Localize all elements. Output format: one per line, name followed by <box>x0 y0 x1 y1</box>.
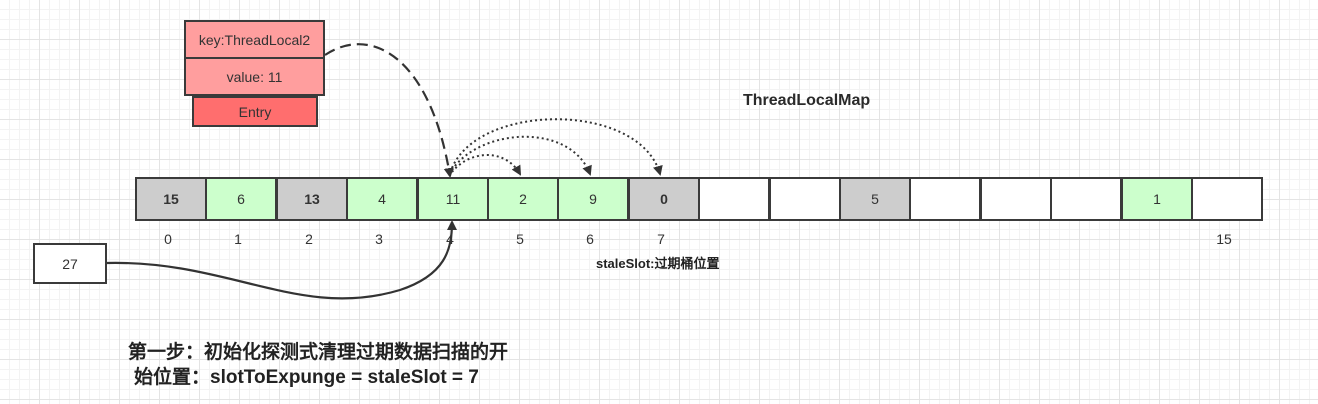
caption-line-2: 始位置：slotToExpunge = staleSlot = 7 <box>134 367 479 388</box>
slot-0: 15 <box>135 177 207 221</box>
slot-15 <box>1191 177 1263 221</box>
slot-5: 2 <box>487 177 559 221</box>
slot-13 <box>1050 177 1122 221</box>
probe-arrow-slot6 <box>451 135 592 176</box>
slot-9 <box>769 177 841 221</box>
entry-value-cell: value: 11 <box>184 57 325 96</box>
slot-index-4: 4 <box>446 231 454 247</box>
slot-index-6: 6 <box>586 231 594 247</box>
slot-1: 6 <box>205 177 277 221</box>
map-title: ThreadLocalMap <box>743 92 871 109</box>
slot-10: 5 <box>839 177 911 221</box>
slot-4: 11 <box>417 177 489 221</box>
entry-type-label: Entry <box>192 96 318 127</box>
slot-index-7: 7 <box>657 231 665 247</box>
step-caption: 第一步：初始化探测式清理过期数据扫描的开 始位置：slotToExpunge =… <box>128 340 558 390</box>
slot-index-5: 5 <box>516 231 524 247</box>
probe-arrow-slot5 <box>451 154 522 176</box>
slot-7: 0 <box>628 177 700 221</box>
input-key-box: 27 <box>33 243 107 284</box>
slot-index-15: 15 <box>1216 231 1232 247</box>
probe-arrow-slot7 <box>451 118 663 176</box>
key-to-slot-arrow <box>106 220 457 300</box>
entry-to-slot-arrow <box>324 43 454 178</box>
slot-index-2: 2 <box>305 231 313 247</box>
slot-8 <box>698 177 770 221</box>
slot-6: 9 <box>557 177 629 221</box>
slot-2: 13 <box>276 177 348 221</box>
entry-key-cell: key:ThreadLocal2 <box>184 20 325 59</box>
slot-3: 4 <box>346 177 418 221</box>
slot-index-3: 3 <box>375 231 383 247</box>
slot-14: 1 <box>1121 177 1193 221</box>
stale-slot-label: staleSlot:过期桶位置 <box>596 256 720 271</box>
slot-11 <box>909 177 981 221</box>
slot-12 <box>980 177 1052 221</box>
slot-index-1: 1 <box>234 231 242 247</box>
caption-line-1: 第一步：初始化探测式清理过期数据扫描的开 <box>128 342 509 363</box>
slot-index-0: 0 <box>164 231 172 247</box>
